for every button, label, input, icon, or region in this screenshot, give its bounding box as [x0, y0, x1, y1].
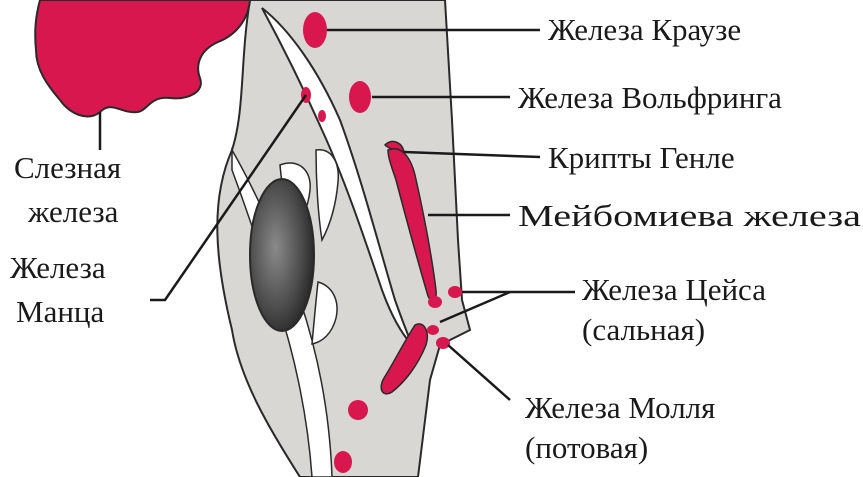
- leader-lines: [98, 28, 575, 401]
- lacrimal-gland: [34, 0, 252, 118]
- label-zeis-line2: (сальная): [582, 312, 705, 347]
- label-lacrimal-line1: Слезная: [14, 150, 121, 185]
- moll-gland: [427, 325, 439, 335]
- lens: [249, 178, 315, 332]
- label-zeis-line1: Железа Цейса: [582, 272, 766, 307]
- iris-lower: [311, 281, 338, 345]
- lower-gland: [348, 400, 368, 420]
- wolfring-gland: [349, 81, 371, 113]
- label-moll-line1: Железа Молля: [525, 390, 715, 425]
- krause-gland: [303, 12, 327, 48]
- zeis-gland-2: [448, 286, 462, 298]
- label-manz-line2: Манца: [16, 294, 105, 329]
- leader-manz: [150, 94, 308, 302]
- lower-gland-2: [334, 451, 352, 473]
- moll-gland-2: [436, 337, 450, 349]
- label-lacrimal-line2: железа: [27, 194, 119, 229]
- label-moll-line2: (потовая): [525, 430, 648, 465]
- label-wolfring: Железа Вольфринга: [518, 80, 782, 115]
- leader-zeis-2: [439, 290, 511, 324]
- manz-gland-2: [318, 110, 326, 122]
- lower-lid-gland: [380, 323, 428, 395]
- zeis-gland: [428, 296, 442, 308]
- label-manz-line1: Железа: [10, 250, 106, 285]
- label-krause: Железа Краузе: [548, 12, 741, 47]
- iris-inner: [315, 149, 339, 243]
- label-henle: Крипты Генле: [548, 140, 735, 175]
- label-meibomian: Мейбомиева железа: [518, 198, 861, 233]
- leader-henle: [403, 150, 541, 159]
- leader-moll: [447, 344, 511, 401]
